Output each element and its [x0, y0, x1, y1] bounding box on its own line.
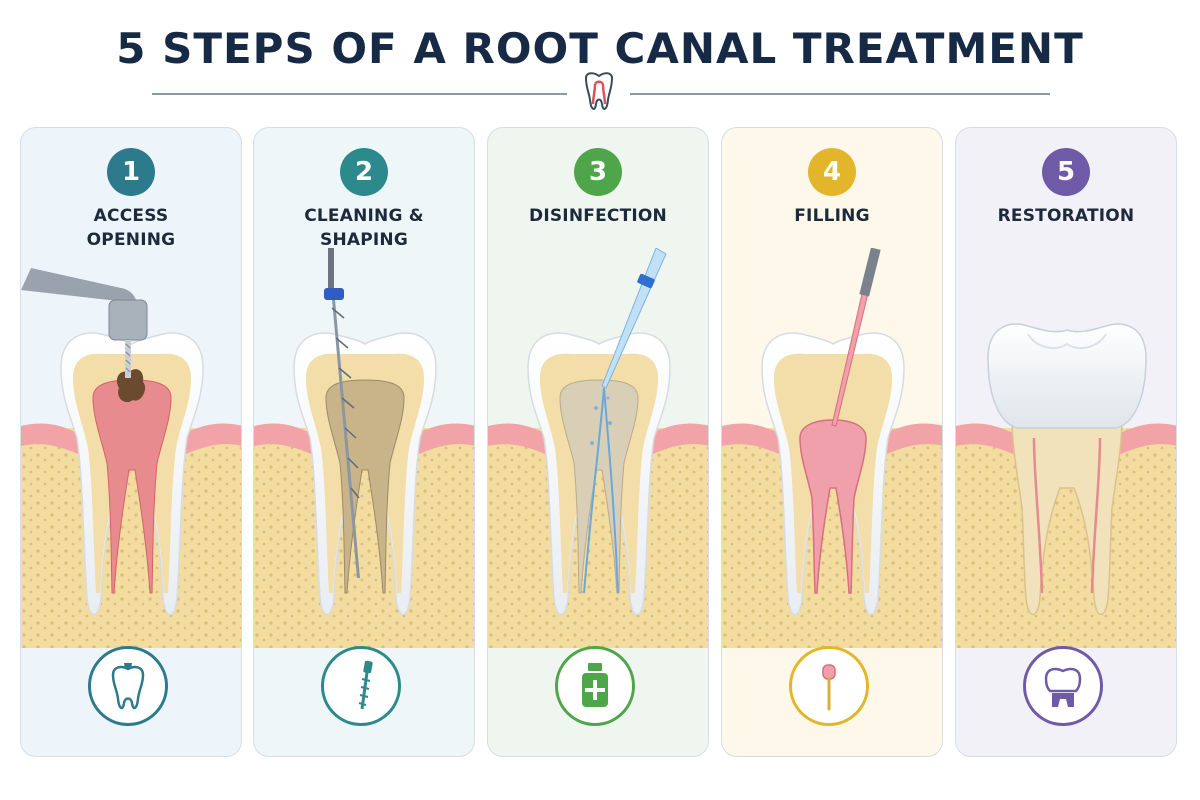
- step-2-label-line1: CLEANING &: [304, 206, 424, 226]
- medicine-bottle-icon: [582, 663, 608, 707]
- step-5-panel: 5 RESTORATION: [955, 127, 1177, 757]
- step-4-label: FILLING: [722, 204, 942, 228]
- step-5-badge: 5: [1042, 148, 1090, 196]
- step-3-panel: 3 DISINFECTION: [487, 127, 709, 757]
- step-5-label: RESTORATION: [956, 204, 1176, 228]
- step-3-icon-ring: [555, 646, 635, 726]
- step-1-badge: 1: [107, 148, 155, 196]
- disinfection-illustration: [488, 248, 708, 648]
- endodontic-file-icon: [358, 660, 373, 710]
- step-4-label-line1: FILLING: [794, 206, 870, 226]
- step-4-badge: 4: [808, 148, 856, 196]
- step-3-badge: 3: [574, 148, 622, 196]
- step-5-icon-ring: [1023, 646, 1103, 726]
- gutta-percha-icon: [822, 664, 836, 711]
- step-2-label-line2: SHAPING: [320, 230, 408, 250]
- step-5-label-line1: RESTORATION: [997, 206, 1135, 226]
- step-2-badge: 2: [340, 148, 388, 196]
- step-2-label: CLEANING & SHAPING: [254, 204, 474, 252]
- step-1-panel: 1 ACCESS OPENING: [20, 127, 242, 757]
- step-1-label-line1: ACCESS: [93, 206, 169, 226]
- step-2-icon-ring: [321, 646, 401, 726]
- title-divider-right: [630, 93, 1050, 95]
- step-1-icon-ring: [88, 646, 168, 726]
- filling-illustration: [722, 248, 942, 648]
- step-4-icon-ring: [789, 646, 869, 726]
- step-1-label: ACCESS OPENING: [21, 204, 241, 252]
- step-4-panel: 4 FILLING: [721, 127, 943, 757]
- page-title: 5 STEPS OF A ROOT CANAL TREATMENT: [116, 24, 1084, 73]
- title-divider-left: [152, 93, 567, 95]
- step-2-panel: 2 CLEANING & SHAPING: [253, 127, 475, 757]
- crown-tooth-icon: [1044, 667, 1082, 707]
- access-opening-illustration: [21, 268, 241, 648]
- step-3-label-line1: DISINFECTION: [529, 206, 667, 226]
- restoration-illustration: [956, 323, 1176, 648]
- tooth-access-icon: [111, 663, 145, 710]
- cleaning-shaping-illustration: [254, 248, 474, 648]
- step-1-label-line2: OPENING: [86, 230, 176, 250]
- tooth-icon: [584, 72, 614, 110]
- step-3-label: DISINFECTION: [488, 204, 708, 228]
